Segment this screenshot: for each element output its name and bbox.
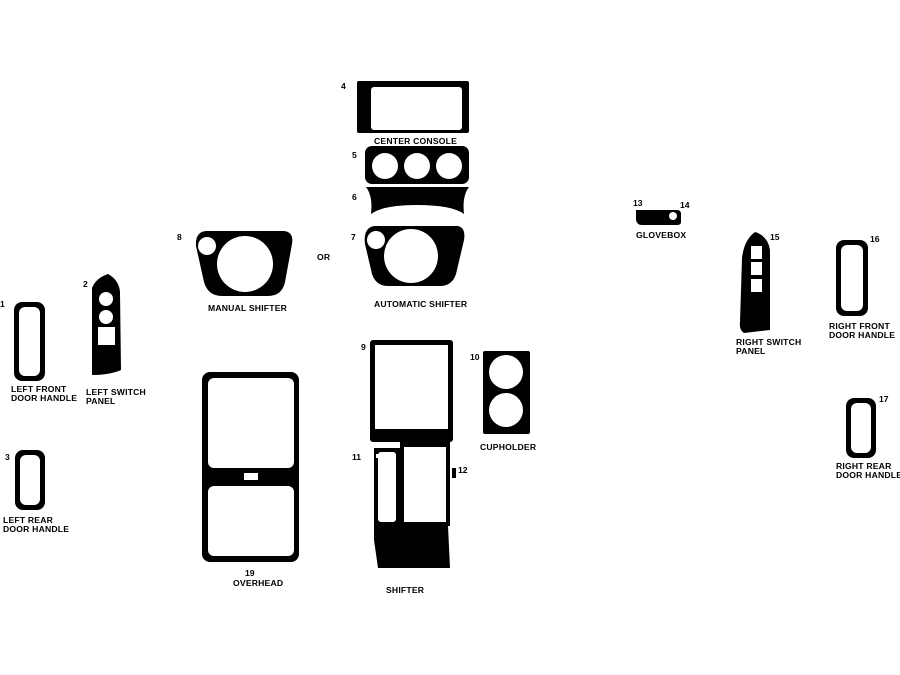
part-10-cupholder: 10 CUPHOLDER [470,351,537,452]
part-number-19: 19 [245,568,255,578]
part-number-7: 7 [351,232,356,242]
label-right-front-line1: RIGHT FRONT [829,321,890,331]
part-number-14: 14 [680,200,690,210]
label-right-switch-panel-line2: PANEL [736,346,766,356]
part-2-left-switch-panel: 2 LEFT SWITCH PANEL [83,274,146,406]
label-shifter: SHIFTER [386,585,425,595]
label-glovebox: GLOVEBOX [636,230,686,240]
part-number-13: 13 [633,198,643,208]
part-19-overhead: 19 OVERHEAD [202,372,299,588]
part-number-5: 5 [352,150,357,160]
part-number-11: 11 [352,452,361,462]
label-cupholder: CUPHOLDER [480,442,537,452]
part-3-left-rear-door-handle: 3 LEFT REAR DOOR HANDLE [3,450,69,534]
label-left-rear-line2: DOOR HANDLE [3,524,69,534]
label-center-console: CENTER CONSOLE [374,136,457,146]
label-right-rear-line2: DOOR HANDLE [836,470,900,480]
part-7-automatic-shifter: 7 AUTOMATIC SHIFTER [351,226,468,309]
part-number-2: 2 [83,279,88,289]
part-number-12: 12 [458,465,468,475]
label-right-rear-line1: RIGHT REAR [836,461,892,471]
label-right-front-line2: DOOR HANDLE [829,330,895,340]
label-manual-shifter: MANUAL SHIFTER [208,303,288,313]
part-number-16: 16 [870,234,880,244]
part-15-right-switch-panel: 15 RIGHT SWITCH PANEL [736,232,801,356]
part-1-left-front-door-handle: 1 LEFT FRONT DOOR HANDLE [0,299,77,403]
part-number-6: 6 [352,192,357,202]
part-number-17: 17 [879,394,889,404]
label-or: OR [317,252,331,262]
label-left-front-line1: LEFT FRONT [11,384,67,394]
part-17-right-rear-door-handle: 17 RIGHT REAR DOOR HANDLE [836,394,900,480]
part-4-center-console: 4 CENTER CONSOLE [341,81,469,146]
part-5-vent-panel: 5 [352,146,469,184]
label-left-switch-panel-line2: PANEL [86,396,116,406]
part-11-12-shifter: 11 12 SHIFTER [352,436,468,595]
label-right-switch-panel-line1: RIGHT SWITCH [736,337,801,347]
part-number-8: 8 [177,232,182,242]
label-left-switch-panel-line1: LEFT SWITCH [86,387,146,397]
part-16-right-front-door-handle: 16 RIGHT FRONT DOOR HANDLE [829,234,895,340]
part-9-shifter-upper: 9 [361,340,453,442]
label-left-rear-line1: LEFT REAR [3,515,54,525]
label-left-front-line2: DOOR HANDLE [11,393,77,403]
part-6-trim-strip: 6 [352,187,469,214]
part-13-14-glovebox: 13 14 GLOVEBOX [633,198,690,240]
part-number-10: 10 [470,352,480,362]
part-number-1: 1 [0,299,5,309]
part-number-9: 9 [361,342,366,352]
label-automatic-shifter: AUTOMATIC SHIFTER [374,299,468,309]
part-number-15: 15 [770,232,780,242]
part-number-3: 3 [5,452,10,462]
label-overhead: OVERHEAD [233,578,283,588]
part-number-4: 4 [341,81,346,91]
part-8-manual-shifter: 8 MANUAL SHIFTER [177,231,293,313]
